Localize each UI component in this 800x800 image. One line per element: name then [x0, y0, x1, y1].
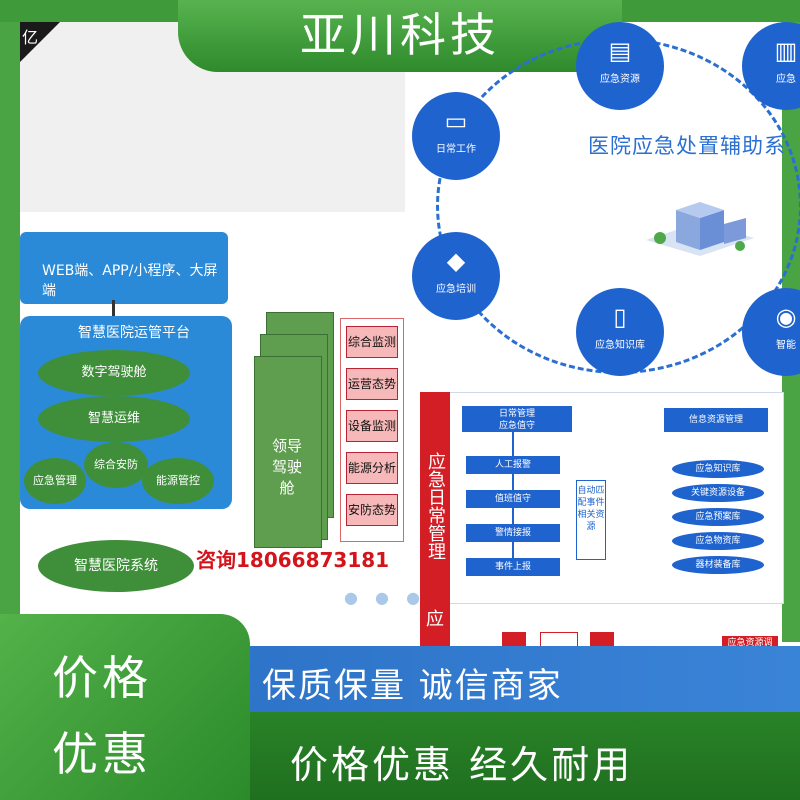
flow-side-title: 应急日常管理 — [420, 392, 450, 602]
ai-icon: ◉ — [775, 303, 797, 331]
db-knowledge: 应急知识库 — [672, 460, 764, 478]
resource-header: 信息资源管理 — [664, 408, 768, 432]
step-alert-receive: 警情接报 — [466, 524, 560, 542]
corner-glyph: 亿 — [22, 28, 39, 47]
flow-side-title-2: 应 — [420, 600, 450, 650]
step-report: 事件上报 — [466, 558, 560, 576]
step-on-duty: 值班值守 — [466, 490, 560, 508]
db-plans: 应急预案库 — [672, 508, 764, 526]
red-step-3 — [590, 632, 614, 650]
item-smart-ops: 智慧运维 — [38, 396, 190, 442]
header-line: 日常管理 — [498, 409, 535, 419]
quality-pill: 保质保量 诚信商家 — [218, 646, 800, 712]
module-security: 安防态势 — [346, 494, 398, 526]
db-equipment: 器材装备库 — [672, 556, 764, 574]
ring-title: 医院应急处置辅助系 — [588, 134, 786, 158]
hospital-building-icon — [646, 202, 754, 256]
node-label: 智能 — [776, 340, 796, 351]
step-manual-alarm: 人工报警 — [466, 456, 560, 474]
db-supplies: 应急物资库 — [672, 532, 764, 550]
leader-cockpit-label: 领导驾驶舱 — [272, 437, 303, 497]
company-name: 亚川科技 — [300, 8, 500, 62]
daily-mgmt-header: 日常管理 应急值守 — [462, 406, 572, 432]
node-intelligent: ◉ 智能 — [742, 288, 800, 376]
web-terminal-label: WEB端、APP/小程序、大屏端 — [42, 263, 218, 299]
platform-title: 智慧医院运管平台 — [78, 325, 190, 341]
node-label: 应急知识库 — [595, 340, 645, 351]
price-line1: 价格 — [52, 651, 152, 705]
hospital-system: 智慧医院系统 — [38, 540, 194, 592]
cockpit-card-front — [254, 356, 322, 548]
doc-icon: ▥ — [774, 37, 798, 65]
price-panel: 价格 优惠 — [0, 614, 250, 800]
node-label: 应急 — [776, 74, 796, 85]
item-security: 综合安防 — [84, 442, 148, 488]
web-terminal-bar: WEB端、APP/小程序、大屏端 — [20, 232, 228, 304]
monitor-icon: ▭ — [444, 107, 468, 135]
module-equipment: 设备监测 — [346, 410, 398, 442]
node-knowledge-base: ▯ 应急知识库 — [576, 288, 664, 376]
box-icon: ▤ — [608, 37, 632, 65]
quality-pill-text: 保质保量 诚信商家 — [262, 666, 563, 706]
node-label: 应急培训 — [436, 284, 476, 295]
price-line2: 优惠 — [52, 727, 152, 781]
module-comprehensive: 综合监测 — [346, 326, 398, 358]
item-energy: 能源管控 — [142, 458, 214, 504]
red-step-1 — [502, 632, 526, 650]
node-training: ◆ 应急培训 — [412, 232, 500, 320]
cap-icon: ◆ — [446, 247, 466, 275]
consult-phone: 咨询18066873181 — [196, 548, 390, 572]
decor-dots: ● ● ● — [344, 588, 427, 607]
node-label: 应急资源 — [600, 74, 640, 85]
node-label: 日常工作 — [436, 144, 476, 155]
node-daily-work: ▭ 日常工作 — [412, 92, 500, 180]
book-icon: ▯ — [613, 303, 627, 331]
module-operations: 运营态势 — [346, 368, 398, 400]
slogan-text: 价格优惠 经久耐用 — [290, 743, 634, 787]
db-key-equipment: 关键资源设备 — [672, 484, 764, 502]
item-emergency-mgmt: 应急管理 — [24, 458, 86, 504]
module-energy: 能源分析 — [346, 452, 398, 484]
header-line: 应急值守 — [498, 421, 535, 431]
node-emergency-resources: ▤ 应急资源 — [576, 22, 664, 110]
connector-arrow — [112, 300, 115, 316]
item-digital-cockpit: 数字驾驶舱 — [38, 350, 190, 396]
left-edge — [0, 22, 20, 622]
auto-match-box: 自动匹配事件相关资源 — [576, 480, 606, 560]
